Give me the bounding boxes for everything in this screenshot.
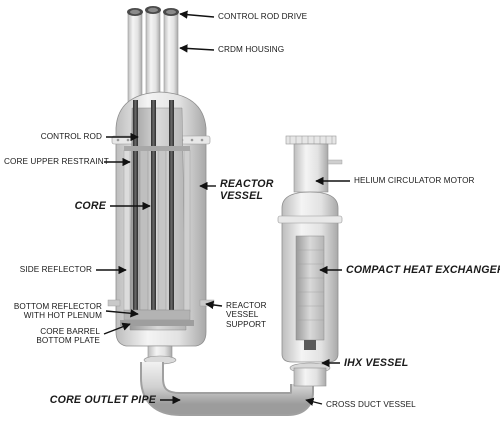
label-crdm-housing: CRDM HOUSING (218, 45, 285, 54)
circulator-fins (289, 136, 333, 144)
core-outlet-pipe-highlight (142, 362, 312, 414)
cap-highlight (130, 9, 140, 15)
arrow-cross-duct-vessel (305, 397, 323, 406)
side-reflector (123, 149, 131, 313)
exchanger-plates (296, 249, 324, 321)
reactor-vessel (107, 6, 215, 365)
circulator-bracket (327, 159, 343, 165)
arrow-reactor-vessel-support (205, 300, 223, 310)
ihx-flange (277, 215, 343, 224)
arrow-crdm-housing (179, 44, 215, 53)
helium-circulator-motor (293, 143, 329, 193)
label-bottom-reflector-line-1: BOTTOM REFLECTOR (13, 302, 102, 311)
label-reactor-vessel-support: REACTOR VESSEL SUPPORT (226, 301, 267, 329)
label-reactor-vessel-line-1: REACTOR (220, 178, 274, 190)
label-core-upper-restraint: CORE UPPER RESTRAINT (4, 157, 109, 166)
arrow-bottom-reflector (105, 309, 139, 318)
cap-highlight (166, 9, 176, 15)
ihx-bottom-nozzle (293, 367, 327, 387)
label-reactor-vessel-support-line-2: VESSEL (226, 310, 259, 320)
circulator-top-plate (285, 135, 337, 145)
label-core-barrel: CORE BARREL BOTTOM PLATE (4, 327, 100, 346)
bottom-reflector (123, 309, 191, 321)
label-reactor-vessel-line-2: VESSEL (220, 190, 264, 202)
arrow-control-rod-drive (179, 10, 215, 19)
label-reactor-vessel-support-line-1: REACTOR (226, 301, 267, 310)
vessel-support (107, 299, 121, 307)
label-core-barrel-line-2: BOTTOM PLATE (36, 336, 100, 346)
label-cross-duct-vessel: CROSS DUCT VESSEL (326, 400, 416, 409)
crdm-housing-tube (145, 9, 161, 105)
core-column (139, 149, 149, 311)
label-core-barrel-line-1: CORE BARREL (40, 327, 100, 336)
control-rod (133, 100, 138, 316)
control-rod (151, 100, 156, 316)
ihx-assembly (277, 135, 343, 387)
ihx-inner-dark (304, 340, 316, 350)
label-helium-circulator-motor: HELIUM CIRCULATOR MOTOR (354, 176, 475, 185)
control-rod (169, 100, 174, 316)
label-control-rod-drive: CONTROL ROD DRIVE (218, 12, 308, 21)
label-core-outlet-pipe: CORE OUTLET PIPE (49, 394, 156, 406)
label-side-reflector: SIDE REFLECTOR (19, 265, 92, 274)
compact-heat-exchanger (295, 235, 325, 341)
side-reflector (183, 149, 191, 313)
crdm-housing-tube (127, 11, 143, 103)
crdm-housing-tube (163, 11, 179, 105)
cap-highlight (148, 7, 158, 13)
label-ihx-vessel: IHX VESSEL (344, 357, 409, 369)
label-bottom-reflector-line-2: WITH HOT PLENUM (23, 311, 102, 321)
label-control-rod: CONTROL ROD (40, 132, 102, 141)
arrow-core-barrel (103, 322, 131, 335)
label-bottom-reflector: BOTTOM REFLECTOR WITH HOT PLENUM (4, 302, 102, 321)
label-reactor-vessel: REACTOR VESSEL (220, 178, 274, 202)
label-core: CORE (74, 200, 106, 212)
label-compact-heat-exchanger: COMPACT HEAT EXCHANGER (346, 264, 500, 276)
core-upper-restraint (124, 146, 190, 151)
core-column (157, 149, 167, 311)
core-barrel-bottom-plate (120, 320, 194, 326)
label-reactor-vessel-support-line-3: SUPPORT (226, 319, 267, 329)
leader-arrows (96, 10, 350, 406)
